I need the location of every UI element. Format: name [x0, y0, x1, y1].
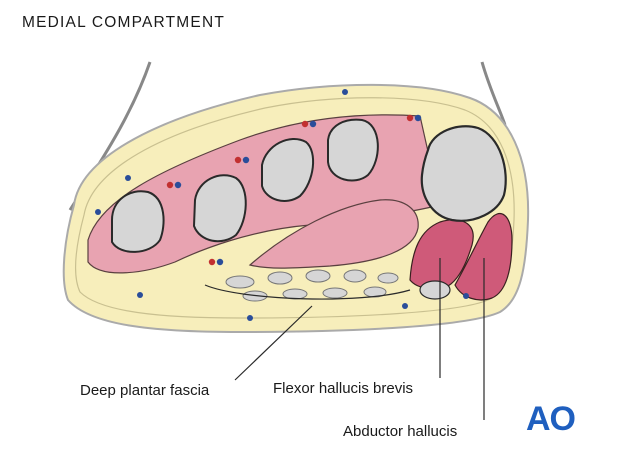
vein-dot: [342, 89, 348, 95]
vein-dot: [137, 292, 143, 298]
deep-plantar-fascia-band: [204, 284, 411, 300]
abductor-hallucis-muscle: [454, 213, 513, 301]
tendon: [282, 288, 308, 300]
artery-dot: [406, 114, 414, 122]
metatarsal-3-bone: [261, 137, 315, 202]
metatarsal-5-bone: [111, 190, 165, 253]
label-deep-plantar-fascia: Deep plantar fascia: [80, 382, 210, 399]
vein-dot: [309, 120, 317, 128]
vessels: [95, 89, 469, 321]
skin-outline-right: [480, 61, 507, 126]
ao-logo: AO: [526, 400, 576, 438]
vein-dot: [463, 293, 469, 299]
vein-dot: [414, 114, 422, 122]
metatarsal-4-bone: [192, 174, 247, 243]
vein-dot: [242, 156, 250, 164]
tendon: [377, 272, 399, 284]
tendon: [225, 275, 255, 289]
tendon: [322, 287, 348, 299]
vein-dot: [247, 315, 253, 321]
quadratus-plantae-muscle: [248, 199, 419, 269]
vein-dot: [216, 258, 224, 266]
vein-dot: [125, 175, 131, 181]
tendon: [305, 269, 331, 283]
page-title: MEDIAL COMPARTMENT: [22, 14, 226, 31]
sesamoid-bone: [419, 280, 451, 300]
tendon: [343, 269, 367, 283]
artery-dot: [301, 120, 309, 128]
vein-dot: [95, 209, 101, 215]
label-flexor-hallucis-brevis: Flexor hallucis brevis: [273, 380, 414, 397]
label-abductor-hallucis: Abductor hallucis: [343, 423, 458, 440]
artery-dot: [166, 181, 174, 189]
vein-dot: [402, 303, 408, 309]
tendon-group: [225, 269, 399, 302]
artery-dot: [208, 258, 216, 266]
vein-dot: [174, 181, 182, 189]
artery-dot: [234, 156, 242, 164]
leader-line-deep-plantar-fascia: [234, 305, 313, 381]
metatarsal-1-bone: [420, 125, 507, 222]
metatarsal-2-bone: [327, 118, 379, 182]
tendon: [267, 271, 293, 285]
